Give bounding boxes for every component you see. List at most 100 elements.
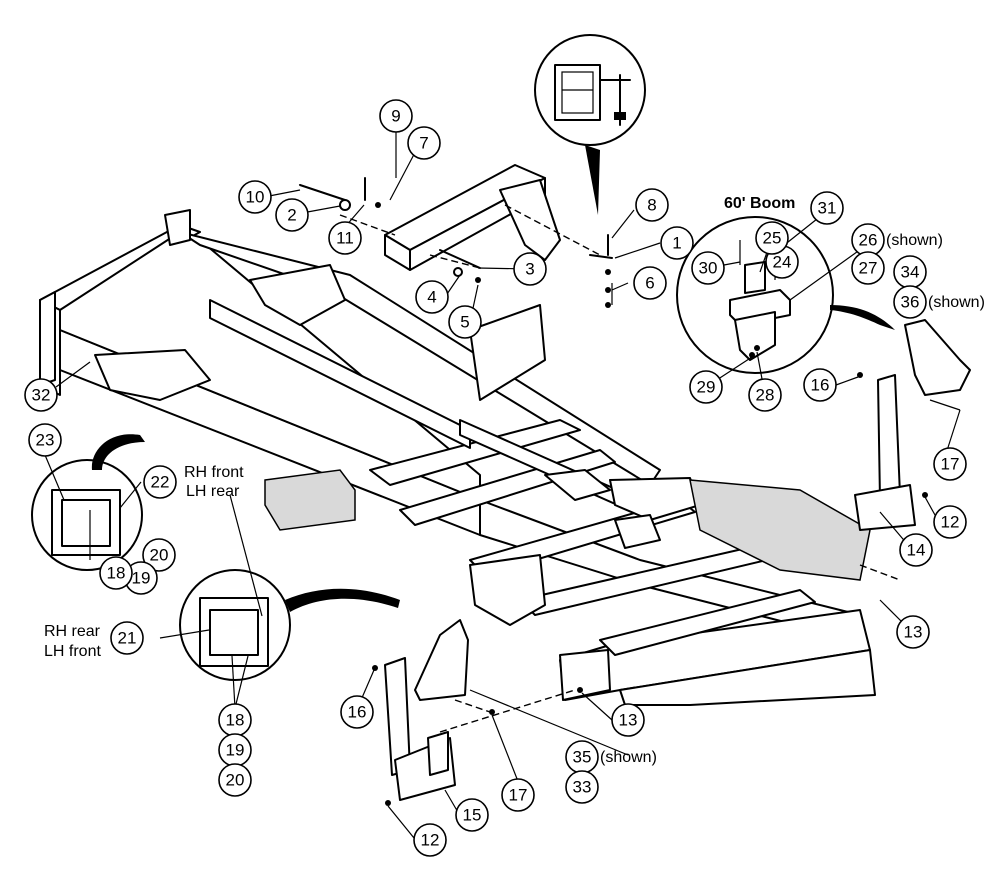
lh-rear-label: LH rear xyxy=(186,483,240,500)
svg-text:23: 23 xyxy=(36,431,55,450)
hardware xyxy=(299,177,613,308)
callout-3[interactable]: 3 xyxy=(513,252,547,286)
callout-12b[interactable]: 12 xyxy=(413,823,447,857)
upright-15 xyxy=(372,657,456,806)
shown-26-label: (shown) xyxy=(886,232,943,249)
callout-26[interactable]: 26 xyxy=(851,223,885,257)
svg-text:5: 5 xyxy=(460,313,469,332)
callout-16a[interactable]: 16 xyxy=(340,695,374,729)
svg-text:26: 26 xyxy=(859,231,878,250)
svg-text:9: 9 xyxy=(391,107,400,126)
callout-2[interactable]: 2 xyxy=(275,198,309,232)
callout-10[interactable]: 10 xyxy=(238,180,272,214)
svg-text:18: 18 xyxy=(226,711,245,730)
callout-29[interactable]: 29 xyxy=(689,370,723,404)
svg-text:35: 35 xyxy=(573,748,592,767)
svg-text:18: 18 xyxy=(107,564,126,583)
detail-inset-left xyxy=(31,434,145,571)
svg-text:16: 16 xyxy=(811,376,830,395)
callout-25[interactable]: 25 xyxy=(755,221,789,255)
callout-8[interactable]: 8 xyxy=(635,188,669,222)
svg-text:27: 27 xyxy=(859,259,878,278)
svg-text:2: 2 xyxy=(287,206,296,225)
callout-15[interactable]: 15 xyxy=(455,798,489,832)
callout-4[interactable]: 4 xyxy=(415,280,449,314)
boom-label: 60' Boom xyxy=(724,195,795,212)
callout-14[interactable]: 14 xyxy=(899,533,933,567)
callout-9[interactable]: 9 xyxy=(379,99,413,133)
svg-text:7: 7 xyxy=(419,134,428,153)
svg-text:10: 10 xyxy=(246,188,265,207)
callout-28[interactable]: 28 xyxy=(748,378,782,412)
svg-text:19: 19 xyxy=(226,741,245,760)
shown-35-label: (shown) xyxy=(600,749,657,766)
svg-text:32: 32 xyxy=(32,386,51,405)
callout-16b[interactable]: 16 xyxy=(803,368,837,402)
callout-36[interactable]: 36 xyxy=(893,285,927,319)
callout-20b[interactable]: 20 xyxy=(218,763,252,797)
detail-inset-lower xyxy=(179,569,400,681)
shown-36-label: (shown) xyxy=(928,294,985,311)
callout-17a[interactable]: 17 xyxy=(501,778,535,812)
callout-13b[interactable]: 13 xyxy=(611,703,645,737)
main-frame xyxy=(39,209,876,706)
callout-6[interactable]: 6 xyxy=(633,266,667,300)
svg-text:6: 6 xyxy=(645,274,654,293)
svg-text:19: 19 xyxy=(132,569,151,588)
svg-text:17: 17 xyxy=(941,455,960,474)
callout-1[interactable]: 1 xyxy=(660,226,694,260)
bracket-36 xyxy=(904,319,971,411)
callout-30[interactable]: 30 xyxy=(691,251,725,285)
callout-33[interactable]: 33 xyxy=(565,770,599,804)
svg-text:22: 22 xyxy=(151,473,170,492)
svg-text:36: 36 xyxy=(901,293,920,312)
callout-13a[interactable]: 13 xyxy=(896,615,930,649)
callout-32[interactable]: 32 xyxy=(24,378,58,412)
callout-17b[interactable]: 17 xyxy=(933,447,967,481)
svg-text:12: 12 xyxy=(421,831,440,850)
svg-text:20: 20 xyxy=(226,771,245,790)
svg-text:13: 13 xyxy=(619,711,638,730)
svg-text:14: 14 xyxy=(907,541,926,560)
callout-35[interactable]: 35 xyxy=(565,740,599,774)
callout-34[interactable]: 34 xyxy=(893,255,927,289)
boom-mount-tube xyxy=(339,164,601,271)
callout-31[interactable]: 31 xyxy=(810,191,844,225)
callout-20a[interactable]: 20 xyxy=(142,538,176,572)
upright-14 xyxy=(854,372,928,531)
callout-18b[interactable]: 18 xyxy=(218,703,252,737)
callout-21[interactable]: 21 xyxy=(110,621,144,655)
svg-text:29: 29 xyxy=(697,378,716,397)
callout-7[interactable]: 7 xyxy=(407,126,441,160)
svg-text:3: 3 xyxy=(525,260,534,279)
rh-front-label: RH front xyxy=(184,464,244,481)
svg-text:34: 34 xyxy=(901,263,920,282)
callout-23[interactable]: 23 xyxy=(28,423,62,457)
svg-text:4: 4 xyxy=(427,288,436,307)
svg-text:28: 28 xyxy=(756,386,775,405)
svg-text:24: 24 xyxy=(773,253,792,272)
svg-text:16: 16 xyxy=(348,703,367,722)
svg-text:25: 25 xyxy=(763,229,782,248)
svg-text:15: 15 xyxy=(463,806,482,825)
callout-19b[interactable]: 19 xyxy=(218,733,252,767)
callout-27[interactable]: 27 xyxy=(851,251,885,285)
svg-text:13: 13 xyxy=(904,623,923,642)
svg-text:21: 21 xyxy=(118,629,137,648)
lh-front-label: LH front xyxy=(44,643,101,660)
callout-18a[interactable]: 18 xyxy=(99,556,133,590)
svg-text:12: 12 xyxy=(941,513,960,532)
svg-text:8: 8 xyxy=(647,196,656,215)
callout-12a[interactable]: 12 xyxy=(933,505,967,539)
callout-22[interactable]: 22 xyxy=(143,465,177,499)
callout-5[interactable]: 5 xyxy=(448,305,482,339)
svg-text:1: 1 xyxy=(672,234,681,253)
svg-text:17: 17 xyxy=(509,786,528,805)
rear-bracket-13 xyxy=(559,649,611,701)
callout-11[interactable]: 11 xyxy=(328,221,362,255)
svg-text:11: 11 xyxy=(336,229,354,248)
bracket-35 xyxy=(414,619,495,715)
svg-text:30: 30 xyxy=(699,259,718,278)
